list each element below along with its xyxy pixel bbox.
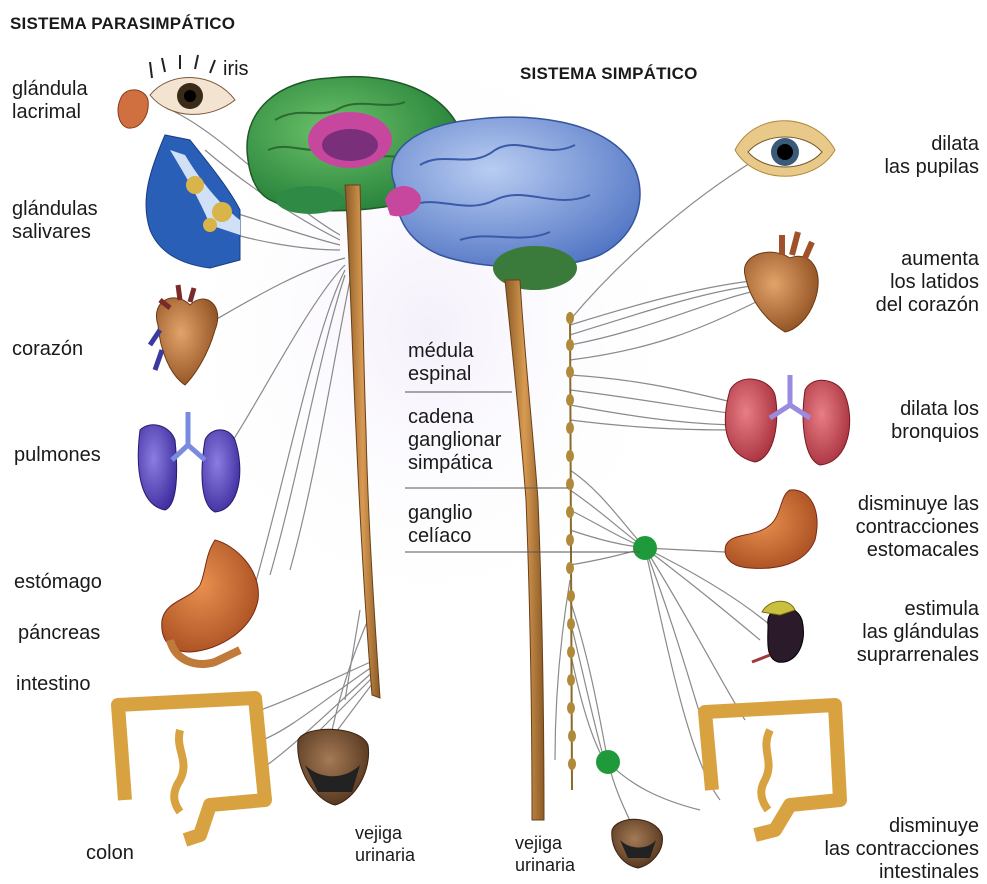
lacrimal-gland	[118, 90, 148, 128]
title-sympathetic: SISTEMA SIMPÁTICO	[520, 62, 698, 85]
bladder-left	[298, 729, 369, 805]
lower-ganglion	[596, 750, 620, 774]
label-colon: colon	[86, 842, 134, 865]
stomach-left	[162, 540, 259, 664]
adrenal-kidney	[752, 601, 803, 662]
title-parasympathetic: SISTEMA PARASIMPÁTICO	[10, 12, 235, 35]
lungs-right	[725, 375, 849, 465]
label-heart-left: corazón	[12, 338, 83, 361]
celiac-ganglion	[633, 536, 657, 560]
bladder-right	[612, 819, 663, 868]
eye-right	[735, 121, 835, 177]
label-intestine: intestino	[16, 673, 91, 696]
label-pancreas: páncreas	[18, 622, 100, 645]
label-lungs-left: pulmones	[14, 444, 101, 467]
label-stomach-left: estómago	[14, 571, 102, 594]
label-iris: iris	[223, 58, 249, 81]
colon-right	[705, 705, 840, 835]
stomach-right	[725, 490, 817, 569]
colon-left	[118, 698, 265, 840]
heart-right	[744, 232, 818, 332]
